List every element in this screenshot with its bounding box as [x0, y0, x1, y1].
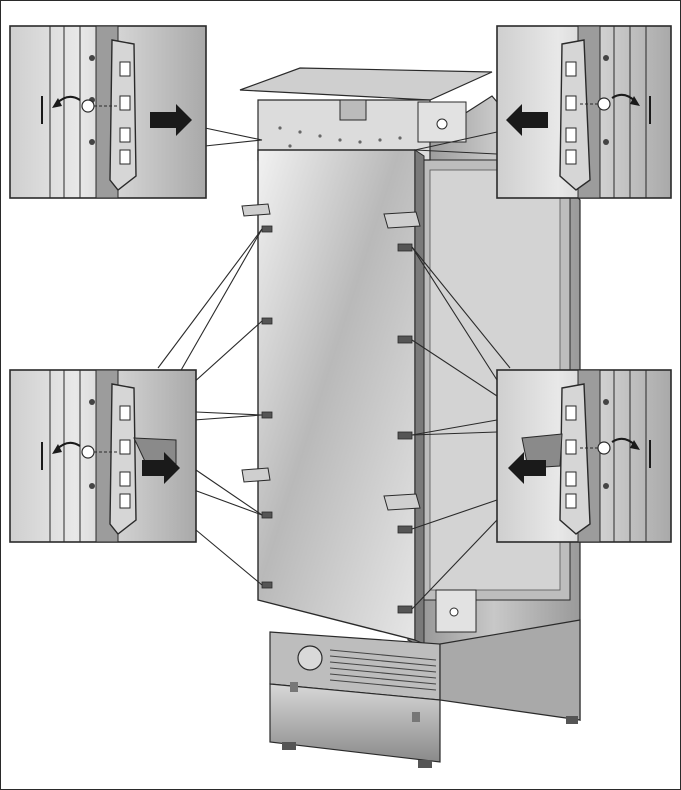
- inset-bottom-left: [9, 369, 197, 543]
- screw-icon: [81, 99, 95, 113]
- pull-arrow-right-icon: [150, 104, 192, 136]
- pull-arrow-right-icon: [142, 452, 180, 484]
- screw-icon: [597, 441, 611, 455]
- base-side: [439, 619, 581, 721]
- pull-arrow-left-icon: [508, 452, 546, 484]
- inset-top-left: [9, 25, 207, 199]
- inset-bottom-right: [496, 369, 672, 543]
- base-slot-left: [290, 682, 298, 692]
- grille-knob: [297, 645, 323, 671]
- grille-vents: [329, 649, 437, 691]
- screw-icon: [81, 445, 95, 459]
- screw-icon: [597, 97, 611, 111]
- top-bracket: [339, 99, 367, 121]
- pull-arrow-left-icon: [506, 104, 548, 136]
- base-slot-right: [412, 712, 420, 722]
- leader-lines: [157, 127, 511, 610]
- feet: [282, 716, 578, 768]
- base-front: [269, 683, 441, 763]
- hinge-hole-top: [436, 118, 448, 130]
- right-handle-mounts: [383, 211, 421, 511]
- top-cover: [239, 67, 493, 101]
- hinge-hole-bottom: [449, 607, 459, 617]
- right-edge-clips: [397, 243, 413, 614]
- inset-top-right: [496, 25, 672, 199]
- left-handle-mounts: [241, 203, 271, 483]
